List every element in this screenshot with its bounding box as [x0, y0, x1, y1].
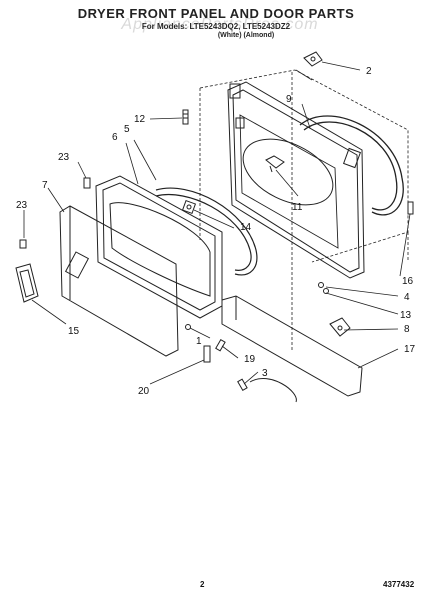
door-handle-part — [15, 263, 39, 303]
hinge-bracket-part — [303, 51, 323, 67]
diagram-title: DRYER FRONT PANEL AND DOOR PARTS — [77, 6, 355, 21]
callout-3: 3 — [262, 368, 268, 379]
leader-lines — [23, 61, 411, 385]
callout-9: 9 — [286, 94, 292, 105]
callout-1: 1 — [196, 336, 202, 347]
door-inner-panel — [95, 175, 223, 319]
callout-20: 20 — [138, 386, 150, 397]
callout-16: 16 — [402, 276, 414, 287]
hinge-parts — [203, 338, 297, 403]
door-catch — [181, 199, 197, 215]
callout-12: 12 — [134, 114, 146, 125]
watermark: AppliancePartsPros.com — [121, 16, 319, 33]
callout-6: 6 — [112, 132, 118, 143]
door-seal — [155, 187, 258, 276]
small-fasteners — [185, 282, 329, 330]
callout-5: 5 — [124, 124, 130, 135]
callout-23-upper: 23 — [58, 152, 70, 163]
callout-8: 8 — [404, 324, 410, 335]
toe-panel-bracket — [329, 317, 351, 337]
screw-part — [182, 109, 189, 125]
callout-17: 17 — [404, 344, 416, 355]
front-panel — [227, 81, 365, 279]
callout-labels: 1 2 3 4 5 6 7 8 9 11 12 13 14 15 16 17 1… — [16, 66, 416, 397]
document-number: 4377432 — [383, 580, 415, 589]
callout-15: 15 — [68, 326, 80, 337]
color-variants: (White) (Almond) — [217, 32, 275, 39]
callout-23-lower: 23 — [16, 200, 28, 211]
callout-13: 13 — [400, 310, 412, 321]
lint-duct — [265, 155, 285, 173]
screw-part-23-upper — [83, 177, 91, 189]
callout-14: 14 — [240, 222, 252, 233]
toe-panel — [221, 295, 363, 397]
callout-2: 2 — [366, 66, 372, 77]
door-outer-panel — [59, 205, 179, 357]
callout-4: 4 — [404, 292, 410, 303]
diagram-header: DRYER FRONT PANEL AND DOOR PARTS For Mod… — [0, 6, 432, 39]
callout-7: 7 — [42, 180, 48, 191]
callout-11: 11 — [292, 202, 303, 213]
screw-part-23-lower — [19, 239, 27, 249]
models-line: For Models: LTE5243DQ2, LTE5243DZ2 — [141, 22, 291, 31]
side-bracket — [407, 201, 414, 215]
page-number: 2 — [200, 580, 205, 589]
drum-seal — [299, 115, 404, 216]
callout-19: 19 — [244, 354, 256, 365]
